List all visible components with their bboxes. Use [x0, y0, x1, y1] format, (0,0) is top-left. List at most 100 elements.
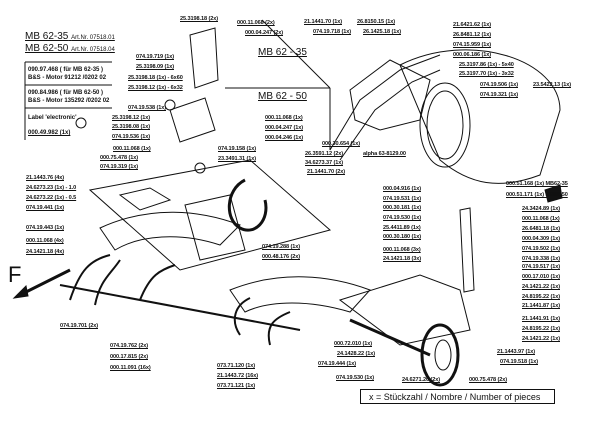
part-number-label: 21.1443.76 (4x): [26, 175, 64, 181]
part-number-label: 000.11.091 (16x): [110, 365, 151, 371]
part-number-label: 25.3198.18 (1x) - 6x60: [128, 75, 183, 81]
part-number-label: 074.19.444 (1x): [318, 361, 356, 367]
wheel-part: [420, 323, 460, 387]
part-number-label: 000.04.246 (1x): [265, 135, 303, 141]
part-number-label: 000.48.176 (2x): [262, 254, 300, 260]
part-number-label: 000.75.478 (2x): [469, 377, 507, 383]
belt-cover-part: [399, 49, 561, 184]
part-number-label: 000.75.478 (1x): [100, 155, 138, 161]
detail-marker-a-icon: [194, 162, 206, 174]
label-part-number: 000.49.982 (1x): [28, 130, 71, 136]
part-number-label: 074.19.338 (1x): [522, 256, 560, 262]
part-number-label: 000.04.916 (1x): [383, 186, 421, 192]
part-number-label: 26.3591.12 (2x): [305, 151, 343, 157]
tine-part: [69, 254, 291, 346]
tine-shield-part: [229, 276, 371, 313]
part-number-label: 074.19.518 (1x): [500, 359, 538, 365]
part-number-label: 073.71.120 (1x): [217, 363, 255, 369]
part-number-label: 000.72.010 (1x): [334, 341, 372, 347]
model-tag: MB 62 - 50: [258, 91, 307, 102]
label-info: Label 'electronic': [28, 115, 77, 121]
detail-marker-a-icon: [164, 99, 176, 111]
main-frame-part: [88, 159, 332, 271]
part-number-label: 23.5422.13 (1x): [533, 82, 571, 88]
part-number-label: 26.1425.18 (1x): [363, 29, 401, 35]
part-number-label: 24.1428.22 (1x): [337, 351, 375, 357]
part-number-label: 000.11.068 (3x): [383, 247, 421, 253]
part-number-label: 074.19.321 (1x): [480, 92, 518, 98]
forward-arrowhead-icon: [12, 284, 29, 299]
part-number-label: 000.04.247 (1x): [265, 125, 303, 131]
part-number-label: 000.17.815 (2x): [110, 354, 148, 360]
part-number-label: 24.3424.89 (1x): [522, 206, 560, 212]
model-tag: MB 62 - 35: [258, 47, 307, 58]
part-number-label: 074.15.959 (1x): [453, 42, 491, 48]
part-number-label: 24.1421.22 (1x): [522, 336, 560, 342]
bracket-part: [118, 187, 172, 211]
motor-plate-part: [169, 97, 216, 143]
part-number-label: 074.19.531 (1x): [383, 196, 421, 202]
part-number-label: 24.1421.18 (4x): [26, 249, 64, 255]
engine-info-line: B&S - Motor 135292 /0202 02: [28, 98, 110, 104]
part-number-label: 073.71.121 (1x): [217, 383, 255, 389]
part-number-label: 074.19.158 (1x): [218, 146, 256, 152]
part-number-label: 25.3198.12 (1x): [112, 115, 150, 121]
part-number-label: 000.04.247 (2x): [245, 30, 283, 36]
pulley-part: [419, 82, 471, 168]
part-number-label: 074.19.517 (1x): [522, 264, 560, 270]
part-number-label: 000.30.654 (1x): [322, 141, 360, 147]
part-number-label: 074.19.718 (1x): [313, 29, 351, 35]
engine-bracket-part: [189, 27, 219, 89]
part-number-label: 24.8195.22 (1x): [522, 326, 560, 332]
part-number-label: 21.1443.97 (1x): [497, 349, 535, 355]
forward-arrow-icon: [19, 268, 71, 297]
model-title-2: MB 62-50 Art.Nr. 07518.04: [25, 43, 115, 54]
part-number-label: 25.3198.18 (2x): [180, 16, 218, 22]
part-number-label: 26.6481.18 (1x): [522, 226, 560, 232]
part-number-label: 21.1441.91 (1x): [522, 316, 560, 322]
part-number-label: 074.19.762 (2x): [110, 343, 148, 349]
part-number-label: 21.1441.87 (1x): [522, 303, 560, 309]
divider: [261, 19, 331, 89]
model-title-1: MB 62-35 Art.Nr. 07518.01: [25, 31, 115, 42]
part-number-label: 000.11.068 (1x): [265, 115, 303, 121]
part-number-label: 24.1421.22 (1x): [522, 284, 560, 290]
part-number-label: 24.6273.22 (1x) - 0.5: [26, 195, 77, 201]
part-number-label: 074.19.506 (1x): [480, 82, 518, 88]
part-number-label: 074.19.538 (1x): [128, 105, 166, 111]
part-number-label: 21.1441.70 (1x): [304, 19, 342, 25]
part-number-label: 000.17.010 (1x): [522, 274, 560, 280]
part-number-label: 000.11.068 (4x): [26, 238, 64, 244]
gearbox-part: [184, 194, 246, 261]
part-number-label: 000.30.180 (1x): [383, 234, 421, 240]
label-plate-part: [544, 184, 563, 203]
part-number-label: 074.19.719 (1x): [136, 54, 174, 60]
belt-part: [227, 178, 268, 232]
part-number-label: 000.04.309 (1x): [522, 236, 560, 242]
part-number-label: 24.1421.18 (3x): [383, 256, 421, 262]
engine-info-line: B&S - Motor 91212 /0202 02: [28, 75, 107, 81]
part-number-label: 000.30.181 (1x): [383, 205, 421, 211]
part-number-label: 000.51.168 (1x) MB62-35: [506, 181, 568, 187]
part-number-label: 000.11.068 (1x): [113, 146, 151, 152]
part-number-label: 21.1441.70 (2x): [307, 169, 345, 175]
tine-shield-part: [99, 211, 241, 251]
wheel-frame-part: [338, 274, 471, 346]
wheel-hub: [434, 339, 452, 371]
part-number-label: 000.11.068 (1x): [522, 216, 560, 222]
part-number-label: alpha 63-8129.00: [363, 151, 406, 157]
tine-shaft-part: [59, 284, 301, 331]
part-number-label: 074.19.502 (1x): [522, 246, 560, 252]
wheel-axle-part: [349, 318, 431, 357]
legend-box: x = Stückzahl / Nombre / Number of piece…: [360, 389, 555, 404]
part-number-label: 074.19.288 (1x): [262, 244, 300, 250]
part-number-label: 25.3198.09 (1x): [136, 64, 174, 70]
engine-info-line: 090.97.468 ( für MB 62-35 ): [28, 67, 104, 73]
part-number-label: 074.19.441 (1x): [26, 205, 64, 211]
label-sticker-icon: [75, 117, 87, 129]
part-number-label: 25.3197.70 (1x) - 3x32: [459, 71, 514, 77]
part-number-label: 26.8150.15 (1x): [357, 19, 395, 25]
part-number-label: 074.19.701 (2x): [60, 323, 98, 329]
